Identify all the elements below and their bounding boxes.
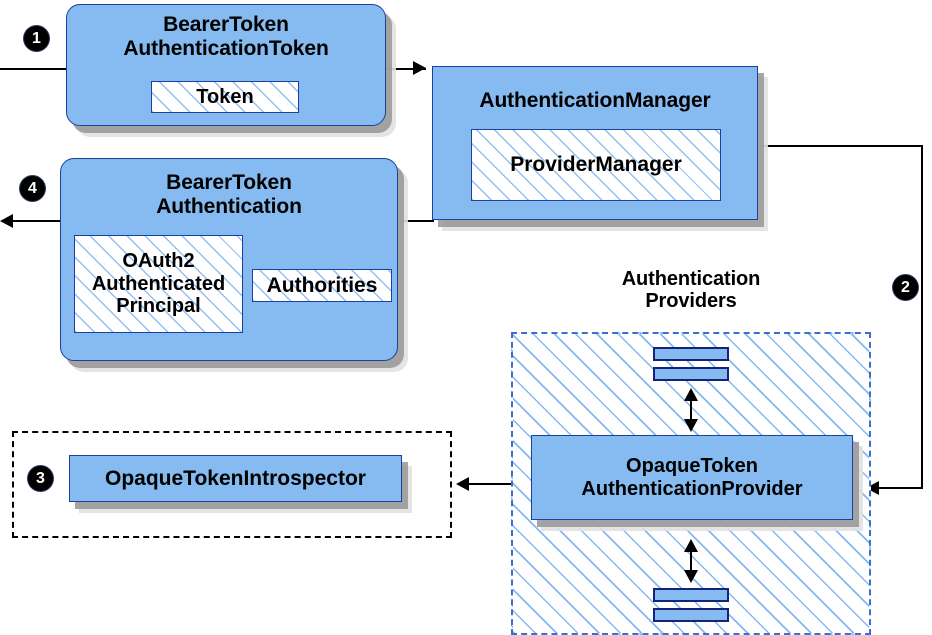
- authentication-manager[interactable]: AuthenticationManager ProviderManager: [432, 66, 758, 220]
- oauth2-authenticated-principal-box: OAuth2 Authenticated Principal: [74, 235, 243, 333]
- arrowhead-provider-down-up: [684, 539, 698, 552]
- opaque-token-introspector-label: OpaqueTokenIntrospector: [105, 466, 366, 490]
- arrowhead-token-to-manager: [413, 61, 426, 75]
- authorities-box: Authorities: [252, 269, 392, 302]
- provider-manager-label: ProviderManager: [510, 153, 682, 177]
- badge-step-2: 2: [893, 275, 918, 300]
- connector-provider-in-h: [872, 487, 923, 489]
- provider-stack-bar-bottom-1: [653, 588, 729, 602]
- connector-provider-up: [690, 392, 692, 429]
- connector-provider-to-introspector: [466, 483, 533, 485]
- opaque-token-authentication-provider[interactable]: OpaqueToken AuthenticationProvider: [531, 435, 853, 520]
- connector-manager-to-result: [398, 220, 434, 222]
- provider-stack-bar-top-2: [653, 367, 729, 381]
- bearer-token-authentication-token-title: BearerToken AuthenticationToken: [123, 13, 329, 60]
- authentication-manager-title: AuthenticationManager: [479, 89, 711, 112]
- connector-result-out: [8, 220, 68, 222]
- opaque-token-authentication-provider-label: OpaqueToken AuthenticationProvider: [581, 455, 803, 500]
- connector-manager-to-provider-h: [759, 145, 922, 147]
- arrowhead-into-introspector: [456, 477, 469, 491]
- connector-token-to-manager: [386, 68, 426, 70]
- arrowhead-provider-up-down: [684, 419, 698, 432]
- provider-stack-bar-bottom-2: [653, 608, 729, 622]
- token-inner-box: Token: [151, 81, 299, 113]
- provider-stack-bar-top-1: [653, 347, 729, 361]
- bearer-token-authentication-token[interactable]: BearerToken AuthenticationToken Token: [66, 4, 386, 126]
- badge-step-1: 1: [24, 26, 49, 51]
- connector-manager-to-provider-v: [921, 145, 923, 488]
- oauth2-authenticated-principal-label: OAuth2 Authenticated Principal: [91, 250, 226, 318]
- authorities-label: Authorities: [266, 273, 378, 297]
- badge-step-3: 3: [28, 466, 53, 491]
- bearer-token-authentication-title: BearerToken Authentication: [156, 171, 302, 218]
- arrowhead-provider-up: [684, 388, 698, 401]
- authentication-providers-title: Authentication Providers: [621, 268, 761, 313]
- badge-step-4: 4: [20, 176, 45, 201]
- opaque-token-introspector[interactable]: OpaqueTokenIntrospector: [69, 455, 402, 502]
- provider-manager-inner-box: ProviderManager: [471, 129, 721, 201]
- bearer-token-authentication[interactable]: BearerToken Authentication OAuth2 Authen…: [60, 158, 398, 361]
- connector-provider-down: [690, 543, 692, 580]
- arrowhead-result-out: [0, 214, 13, 228]
- token-inner-label: Token: [196, 85, 254, 108]
- connector-request-in: [0, 68, 70, 70]
- arrowhead-provider-down: [684, 570, 698, 583]
